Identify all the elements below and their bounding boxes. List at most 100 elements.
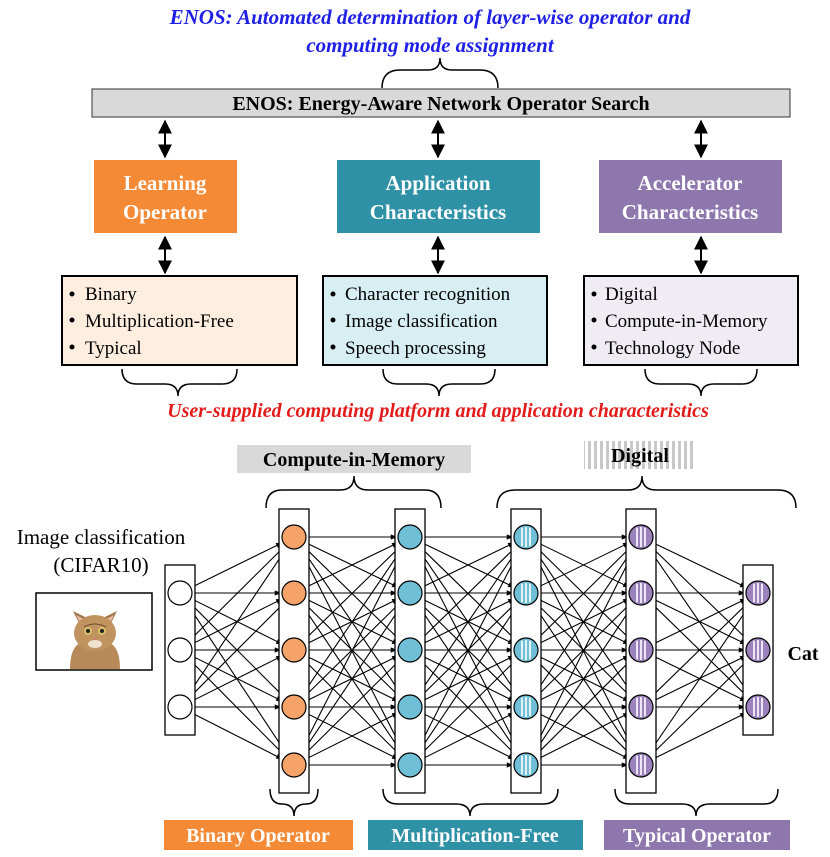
node-l4-5 bbox=[628, 752, 654, 778]
connection-arrow bbox=[415, 548, 521, 754]
connection-arrow bbox=[531, 548, 636, 754]
learning-item-mf: Multiplication-Free bbox=[85, 311, 234, 332]
brace-binary-layer bbox=[269, 788, 319, 817]
network-nodes bbox=[167, 524, 771, 778]
connection-arrow bbox=[537, 542, 630, 588]
connection-arrow bbox=[647, 603, 752, 755]
digital-label: Digital bbox=[611, 445, 669, 467]
connection-arrow bbox=[418, 545, 518, 642]
learning-operator-box bbox=[94, 160, 237, 233]
learning-item-binary: Binary bbox=[85, 284, 137, 305]
node-l1-2 bbox=[281, 580, 307, 606]
input-label-line2: (CIFAR10) bbox=[53, 553, 148, 577]
connection-arrow bbox=[305, 542, 399, 588]
connection-arrow bbox=[652, 598, 747, 645]
application-item-character: Character recognition bbox=[345, 284, 511, 305]
node-l2-4 bbox=[397, 694, 423, 720]
bullet bbox=[591, 344, 597, 350]
input-label-line1: Image classification bbox=[17, 525, 186, 549]
learning-item-typical: Typical bbox=[85, 338, 142, 359]
node-l3-5 bbox=[513, 752, 539, 778]
cat-image bbox=[35, 592, 153, 671]
accelerator-list-box bbox=[583, 275, 799, 366]
brace-accelerator bbox=[644, 368, 758, 397]
node-l3-4 bbox=[513, 694, 539, 720]
connection-arrow bbox=[302, 545, 402, 642]
node-input-1 bbox=[167, 580, 193, 606]
learning-operator-line2: Operator bbox=[123, 200, 207, 224]
learning-operator-line1: Learning bbox=[124, 171, 207, 195]
brace-application bbox=[382, 368, 496, 397]
output-label-cat: Cat bbox=[787, 643, 818, 665]
connection-arrow bbox=[416, 603, 520, 755]
brace-mf-layers bbox=[382, 788, 559, 817]
application-item-image: Image classification bbox=[345, 311, 498, 332]
connection-arrow bbox=[649, 658, 750, 757]
binary-operator-legend: Binary Operator bbox=[186, 825, 330, 847]
mf-legend: Multiplication-Free bbox=[391, 825, 558, 847]
connection-arrow bbox=[652, 712, 747, 760]
bullet bbox=[69, 291, 75, 297]
connection-arrow bbox=[416, 547, 520, 697]
connection-arrow bbox=[534, 545, 633, 642]
brace-typical-layers bbox=[614, 788, 779, 817]
node-l2-1 bbox=[397, 524, 423, 550]
node-l1-1 bbox=[281, 524, 307, 550]
connection-arrow bbox=[300, 547, 404, 697]
connection-arrow bbox=[300, 603, 404, 755]
application-item-speech: Speech processing bbox=[345, 338, 486, 359]
node-l2-5 bbox=[397, 752, 423, 778]
bullet bbox=[591, 317, 597, 323]
connection-arrow bbox=[532, 603, 635, 755]
mf-legend-bg bbox=[368, 820, 583, 850]
node-l2-3 bbox=[397, 637, 423, 663]
node-input-2 bbox=[167, 637, 193, 663]
connection-arrow bbox=[421, 542, 515, 588]
node-output-2 bbox=[745, 637, 771, 663]
connection-arrow bbox=[421, 712, 515, 760]
accelerator-characteristics-line2: Characteristics bbox=[622, 200, 758, 224]
node-l2-2 bbox=[397, 580, 423, 606]
node-l4-2 bbox=[628, 580, 654, 606]
connection-arrow bbox=[534, 658, 633, 757]
bullet bbox=[591, 291, 597, 297]
top-brace bbox=[381, 57, 499, 89]
typical-operator-legend: Typical Operator bbox=[623, 825, 771, 847]
connection-arrow bbox=[532, 547, 635, 697]
connection-arrow bbox=[299, 548, 405, 754]
connection-arrow bbox=[191, 542, 283, 588]
node-l3-2 bbox=[513, 580, 539, 606]
top-title-line1: ENOS: Automated determination of layer-w… bbox=[169, 5, 691, 29]
connection-arrow bbox=[191, 655, 283, 702]
connection-arrow bbox=[649, 601, 750, 699]
node-l1-4 bbox=[281, 694, 307, 720]
user-supplied-caption: User-supplied computing platform and app… bbox=[167, 400, 709, 422]
digital-label-bg bbox=[584, 441, 696, 469]
binary-operator-legend-bg bbox=[164, 820, 353, 850]
node-output-3 bbox=[745, 694, 771, 720]
application-characteristics-line1: Application bbox=[385, 171, 490, 195]
enos-bar-label: ENOS: Energy-Aware Network Operator Sear… bbox=[232, 93, 649, 115]
node-l1-5 bbox=[281, 752, 307, 778]
connection-arrow bbox=[537, 712, 630, 760]
connection-arrow bbox=[418, 658, 518, 757]
application-characteristics-line2: Characteristics bbox=[370, 200, 506, 224]
connection-arrow bbox=[191, 712, 283, 760]
accelerator-item-digital: Digital bbox=[605, 284, 658, 305]
application-characteristics-box bbox=[337, 160, 540, 233]
brace-cim bbox=[265, 475, 442, 509]
learning-list-box bbox=[61, 275, 298, 366]
enos-bar bbox=[91, 88, 791, 118]
accelerator-item-tech: Technology Node bbox=[605, 338, 740, 359]
connection-arrow bbox=[188, 601, 286, 699]
connection-arrow bbox=[188, 545, 286, 642]
node-l4-3 bbox=[628, 637, 654, 663]
brace-learning bbox=[121, 368, 238, 397]
bullet bbox=[330, 344, 336, 350]
node-l3-3 bbox=[513, 637, 539, 663]
connection-arrow bbox=[186, 547, 288, 697]
connection-arrow bbox=[305, 712, 399, 760]
accelerator-characteristics-line1: Accelerator bbox=[638, 171, 743, 195]
connection-arrow bbox=[652, 542, 747, 588]
top-title-line2: computing mode assignment bbox=[306, 33, 555, 57]
